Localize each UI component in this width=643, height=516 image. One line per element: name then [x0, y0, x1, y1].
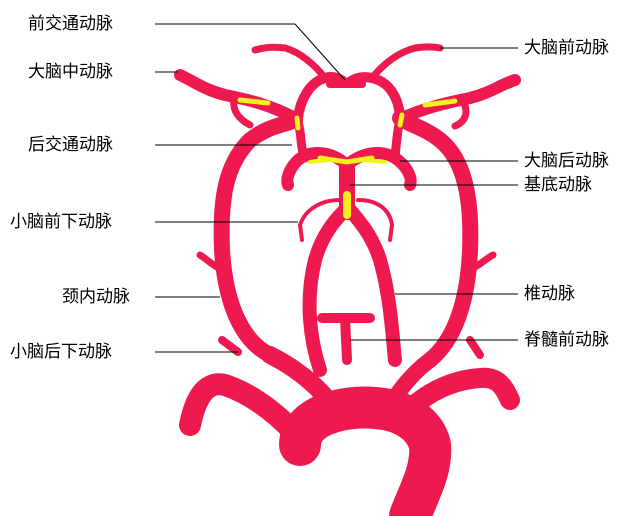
- right-pca-highlight: [310, 160, 330, 162]
- label-anterior-communicating-artery: 前交通动脉: [28, 14, 113, 34]
- right-vertebral: [310, 210, 345, 370]
- artery-vessels: [180, 47, 515, 516]
- label-middle-cerebral-artery: 大脑中动脉: [28, 62, 113, 82]
- label-posterior-cerebral-artery: 大脑后动脉: [524, 151, 609, 171]
- label-anterior-inferior-cerebellar-artery: 小脑前下动脉: [10, 212, 112, 232]
- label-posterior-inferior-cerebellar-artery: 小脑后下动脉: [10, 342, 112, 362]
- right-pcom-highlight: [297, 118, 298, 128]
- label-anterior-spinal-artery: 脊髓前动脉: [524, 330, 609, 350]
- right-mca-highlight: [240, 100, 268, 103]
- label-vertebral-artery: 椎动脉: [524, 284, 575, 304]
- left-internal-carotid: [400, 118, 470, 360]
- label-basilar-artery: 基底动脉: [524, 175, 592, 195]
- left-pca-highlight: [364, 160, 385, 162]
- right-pca: [287, 153, 347, 185]
- left-vertebral: [350, 210, 395, 360]
- label-posterior-communicating-artery: 后交通动脉: [28, 135, 113, 155]
- aortic-arch: [300, 407, 430, 516]
- right-internal-carotid: [222, 120, 295, 355]
- left-pcom-highlight: [400, 115, 402, 125]
- brachiocephalic-trunk: [190, 384, 300, 440]
- left-subclavian: [400, 378, 510, 420]
- left-aca-distal: [372, 47, 440, 78]
- anterior-spinal: [322, 318, 370, 360]
- right-aca-distal: [255, 47, 325, 78]
- right-pica: [222, 340, 238, 352]
- label-internal-carotid-artery: 颈内动脉: [62, 287, 130, 307]
- label-anterior-cerebral-artery: 大脑前动脉: [524, 38, 609, 58]
- left-mca: [402, 80, 515, 118]
- left-pica: [470, 340, 480, 355]
- left-pca: [347, 153, 411, 185]
